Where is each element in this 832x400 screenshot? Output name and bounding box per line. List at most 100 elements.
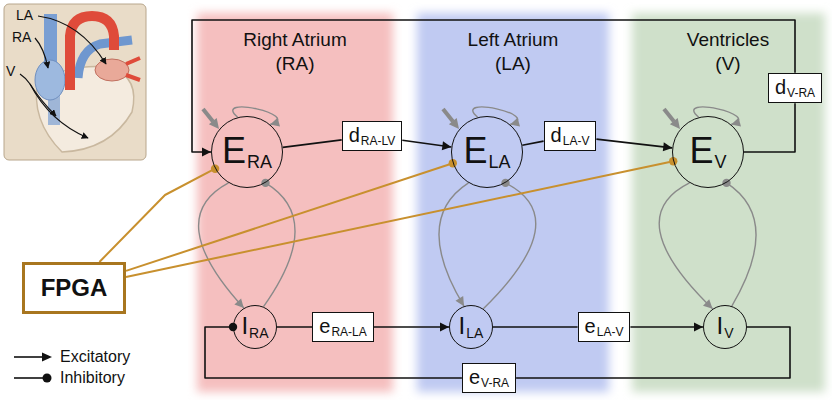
symbol-letter: e <box>319 315 330 337</box>
fpga-box: FPGA <box>22 262 126 314</box>
arrowhead <box>270 118 280 127</box>
symbol-letter: E <box>463 130 487 171</box>
connector <box>722 179 756 306</box>
connector <box>439 183 469 306</box>
delay-box: dRA-LV <box>342 121 403 152</box>
population-circle: IRA <box>233 305 277 349</box>
connector <box>522 141 543 145</box>
connector-line <box>126 163 453 271</box>
population-circle: ELA <box>451 116 523 188</box>
node-label: eLA-V <box>585 319 624 336</box>
population-circle: IV <box>703 305 747 349</box>
connector <box>516 327 790 378</box>
region-band: Ventricles (V) EV IV <box>628 10 828 395</box>
arrowhead <box>440 323 449 332</box>
heart-illustration <box>4 4 146 160</box>
inhibitory-dot <box>449 159 457 167</box>
input-arrow <box>203 109 680 129</box>
part-label: V <box>6 64 15 79</box>
delay-box: eRA-LA <box>312 312 373 343</box>
part-label: LA <box>16 8 33 23</box>
fpga-label: FPGA <box>41 275 108 301</box>
delay-box: eLA-V <box>578 312 631 343</box>
legend-text: Inhibitory <box>60 369 125 387</box>
connector-line <box>493 326 578 328</box>
arrowhead <box>202 148 211 157</box>
symbol-letter: e <box>585 315 596 337</box>
subscript: RA-LA <box>331 325 366 339</box>
node-label: ELA <box>463 133 510 171</box>
band-fill <box>197 13 393 392</box>
legend-sample <box>12 371 54 385</box>
legend-sample <box>12 350 54 364</box>
delay-box: dV-RA <box>768 73 822 104</box>
region-title: Ventricles (V) <box>673 28 783 76</box>
legend-row: Inhibitory <box>12 367 130 388</box>
subscript: LA <box>488 152 510 172</box>
subscript: RA-LV <box>361 134 395 148</box>
legend-row: Excitatory <box>12 346 130 367</box>
connector <box>659 183 712 309</box>
symbol-letter: I <box>716 312 723 339</box>
delay-box: eV-RA <box>462 363 516 394</box>
inhibitory-dot <box>722 179 730 187</box>
subscript: LA-V <box>563 134 590 148</box>
symbol-letter: E <box>222 130 246 171</box>
node-label: dLA-V <box>551 128 590 145</box>
connector-line <box>727 183 757 306</box>
legend-dot <box>43 373 52 382</box>
inhibitory-dot <box>669 157 677 165</box>
connector <box>374 323 449 332</box>
arrowhead <box>731 118 741 127</box>
connector-line <box>516 327 790 378</box>
connector-line <box>522 141 543 145</box>
subscript: V-RA <box>481 376 509 390</box>
population-circle: ERA <box>211 116 283 188</box>
node-label: EV <box>689 133 726 171</box>
arrowhead <box>510 118 520 127</box>
part-label: RA <box>12 30 31 45</box>
inhibitory-dot <box>501 179 509 187</box>
delay-box: dLA-V <box>544 121 597 152</box>
subscript: RA <box>247 152 272 172</box>
symbol-letter: d <box>349 124 360 146</box>
connector <box>402 140 451 150</box>
node-label: eV-RA <box>469 370 509 387</box>
inhibitory-dot <box>211 165 219 173</box>
legend-line <box>14 377 46 379</box>
connector-line <box>744 103 795 152</box>
node-label: IV <box>716 314 733 340</box>
connector <box>483 179 535 309</box>
region-title: Left Atrium (LA) <box>458 28 568 76</box>
node-label: ILA <box>459 314 484 340</box>
arrowhead <box>234 298 243 308</box>
connector <box>283 140 342 148</box>
band-fill <box>632 13 825 392</box>
symbol-letter: d <box>775 76 786 98</box>
symbol-letter: e <box>469 366 480 388</box>
subscript: RA <box>249 325 268 341</box>
connector-line <box>126 161 673 277</box>
connector-line <box>659 183 712 309</box>
legend-text: Excitatory <box>60 348 130 366</box>
subscript: V-RA <box>787 86 815 100</box>
arrowhead <box>694 323 703 332</box>
connector-line <box>283 140 342 148</box>
connector <box>630 323 703 332</box>
connector-line <box>374 326 449 328</box>
subscript: LA-V <box>597 325 624 339</box>
node-label: dRA-LV <box>349 128 396 145</box>
population-circle: EV <box>672 116 744 188</box>
symbol-letter: I <box>241 312 248 339</box>
legend-line <box>14 356 44 358</box>
node-label: dV-RA <box>775 80 815 97</box>
node-label: IRA <box>241 314 268 340</box>
subscript: V <box>724 325 733 341</box>
connector-line <box>630 326 703 328</box>
connector <box>277 327 312 328</box>
connector <box>99 165 219 263</box>
node-label: eRA-LA <box>319 319 366 336</box>
symbol-letter: d <box>551 124 562 146</box>
